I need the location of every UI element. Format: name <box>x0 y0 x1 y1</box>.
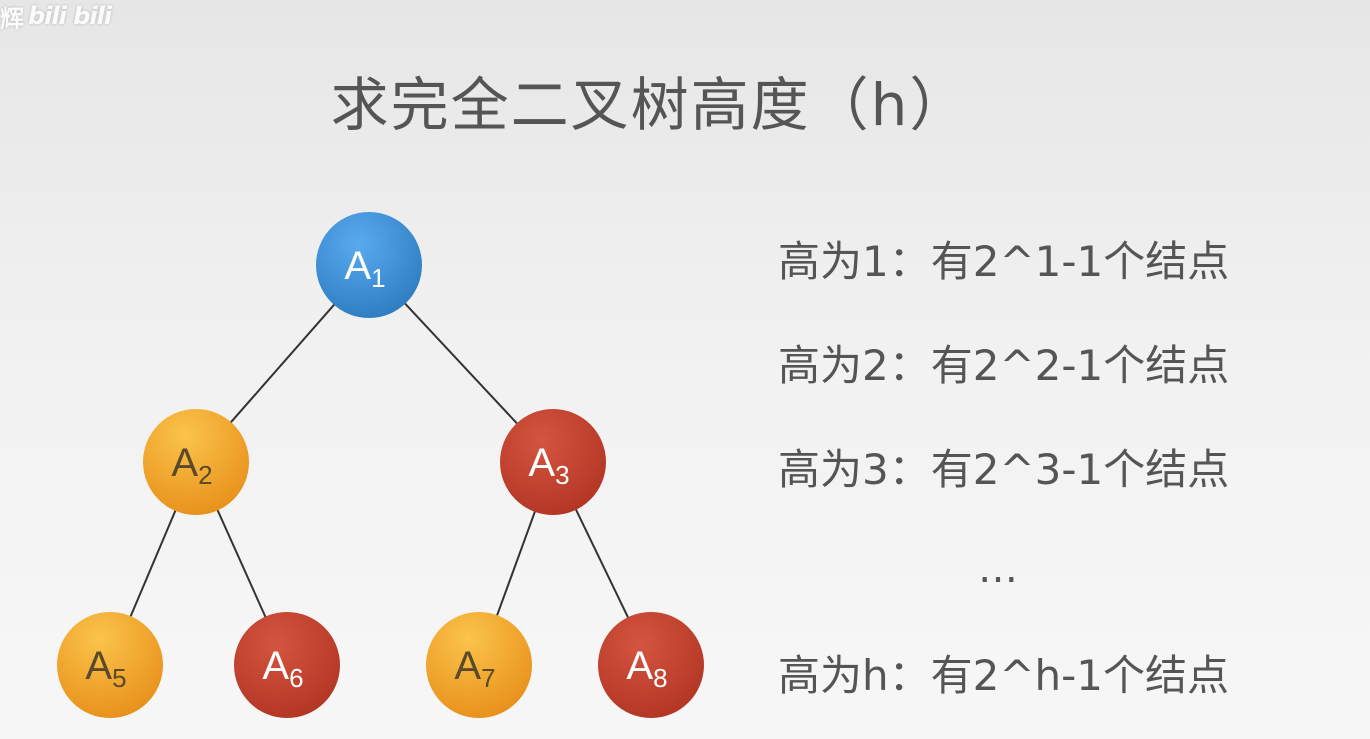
node-circle-a7 <box>426 612 532 718</box>
node-label-a7: A7 <box>454 644 495 693</box>
node-circle-a3 <box>500 409 606 515</box>
node-circle-a8 <box>598 612 704 718</box>
tree-node-a2: A2 <box>143 409 249 515</box>
node-label-a2: A2 <box>171 441 212 490</box>
tree-node-a5: A5 <box>57 612 163 718</box>
node-circle-a6 <box>234 612 340 718</box>
watermark: 辉 bili bili <box>0 0 112 33</box>
rule-ellipsis: … <box>978 546 1018 592</box>
rule-height-3: 高为3：有2^3-1个结点 <box>778 445 1230 494</box>
tree-node-a1: A1 <box>316 212 422 318</box>
node-label-a5: A5 <box>85 644 126 693</box>
watermark-text: 辉 <box>0 4 24 33</box>
bilibili-logo-icon: bili bili <box>28 2 112 30</box>
tree-node-a3: A3 <box>500 409 606 515</box>
edge-A2-A5 <box>127 504 179 623</box>
node-label-a3: A3 <box>528 441 569 490</box>
tree-edges <box>127 298 632 624</box>
node-label-a8: A8 <box>626 644 667 693</box>
edge-A2-A6 <box>214 504 269 623</box>
tree-node-a7: A7 <box>426 612 532 718</box>
slide-title: 求完全二叉树高度（h） <box>330 71 970 139</box>
rule-height-h: 高为h：有2^h-1个结点 <box>778 651 1230 700</box>
node-label-a6: A6 <box>262 644 303 693</box>
rule-height-2: 高为2：有2^2-1个结点 <box>778 341 1230 390</box>
node-label-a1: A1 <box>344 244 385 293</box>
edge-A1-A2 <box>226 299 339 428</box>
node-circle-a2 <box>143 409 249 515</box>
rule-height-1: 高为1：有2^1-1个结点 <box>778 237 1230 286</box>
edge-A3-A7 <box>494 505 538 622</box>
edge-A1-A3 <box>400 298 522 429</box>
edge-A3-A8 <box>572 503 632 624</box>
node-circle-a5 <box>57 612 163 718</box>
node-circle-a1 <box>316 212 422 318</box>
tree-node-a6: A6 <box>234 612 340 718</box>
tree-node-a8: A8 <box>598 612 704 718</box>
